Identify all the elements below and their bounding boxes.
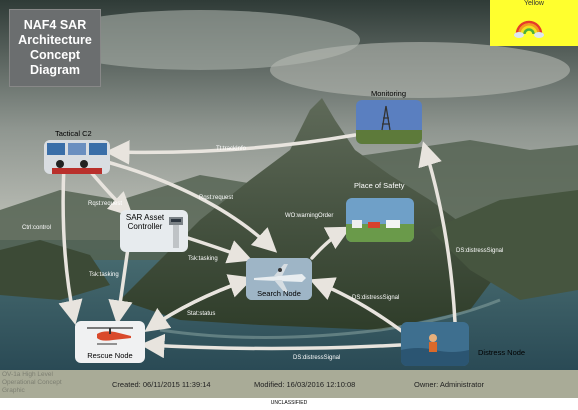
sar-asset-controller-node[interactable]: SAR Asset Controller <box>120 210 188 252</box>
tactical-c2-node[interactable] <box>44 140 110 174</box>
edge-label-distress-a: DS:distressSignal <box>456 248 504 254</box>
edge-label-trackinfo: Tt:trackInfo <box>216 146 247 152</box>
place-of-safety-node[interactable] <box>346 198 414 242</box>
edge-label-warning-order: WO:warningOrder <box>285 213 334 219</box>
rescue-node-label: Rescue Node <box>87 351 133 360</box>
edge-label-request-a: Rqst:request <box>199 195 234 201</box>
badge-label: Yellow <box>524 0 544 7</box>
edge-label-request-b: Rqst:request <box>88 201 123 207</box>
edge-tactical-rescue <box>58 163 83 325</box>
edge-distress-search <box>309 277 405 334</box>
edge-label-distress-c: DS:distressSignal <box>293 355 341 361</box>
helicopter-icon <box>87 327 133 345</box>
rescue-node[interactable]: Rescue Node <box>75 321 145 363</box>
distress-node[interactable] <box>401 322 469 366</box>
edge-label-tasking-b: Tsk:tasking <box>188 256 218 262</box>
edge-controller-rescue <box>108 246 133 325</box>
created-timestamp: Created: 06/11/2015 11:39:14 <box>112 380 211 389</box>
aircraft-icon <box>246 258 312 300</box>
monitoring-node[interactable] <box>356 100 422 144</box>
edge-search-safety <box>310 226 352 260</box>
edge-label-tasking-a: Tsk:tasking <box>89 272 119 278</box>
edge-distress-rescue <box>140 333 402 359</box>
control-tower-icon <box>169 217 183 248</box>
edge-label-distress-b: DS:distressSignal <box>352 295 400 301</box>
edge-distress-monitoring <box>418 141 457 324</box>
tactical-c2-label: Tactical C2 <box>55 129 92 138</box>
search-node-label: Search Node <box>257 289 301 298</box>
classification-badge: Yellow <box>490 0 578 46</box>
edge-monitoring-tactical <box>105 133 357 165</box>
edge-label-status: Stat:status <box>187 311 216 317</box>
edge-tactical-search <box>98 158 278 253</box>
sar-asset-controller-label: SAR Asset Controller <box>125 213 165 231</box>
diagram-footer: Created: 06/11/2015 11:39:14 Modified: 1… <box>0 370 578 398</box>
edge-label-control: Ctrl:control <box>22 225 52 231</box>
classification-marking: UNCLASSIFIED <box>270 400 308 406</box>
arrows-layer <box>58 133 457 359</box>
owner-field: Owner: Administrator <box>414 380 485 389</box>
modified-timestamp: Modified: 16/03/2016 12:10:08 <box>254 380 356 389</box>
distress-node-label: Distress Node <box>478 348 526 357</box>
rainbow-icon <box>514 20 544 38</box>
monitoring-label: Monitoring <box>371 89 407 98</box>
place-of-safety-label: Place of Safety <box>354 181 405 190</box>
edge-controller-search <box>186 236 253 264</box>
diagram-title: NAF4 SAR Architecture Concept Diagram <box>10 10 100 86</box>
view-name: OV-1a High Level Operational Concept Gra… <box>2 371 62 394</box>
search-node[interactable]: Search Node <box>246 258 312 300</box>
